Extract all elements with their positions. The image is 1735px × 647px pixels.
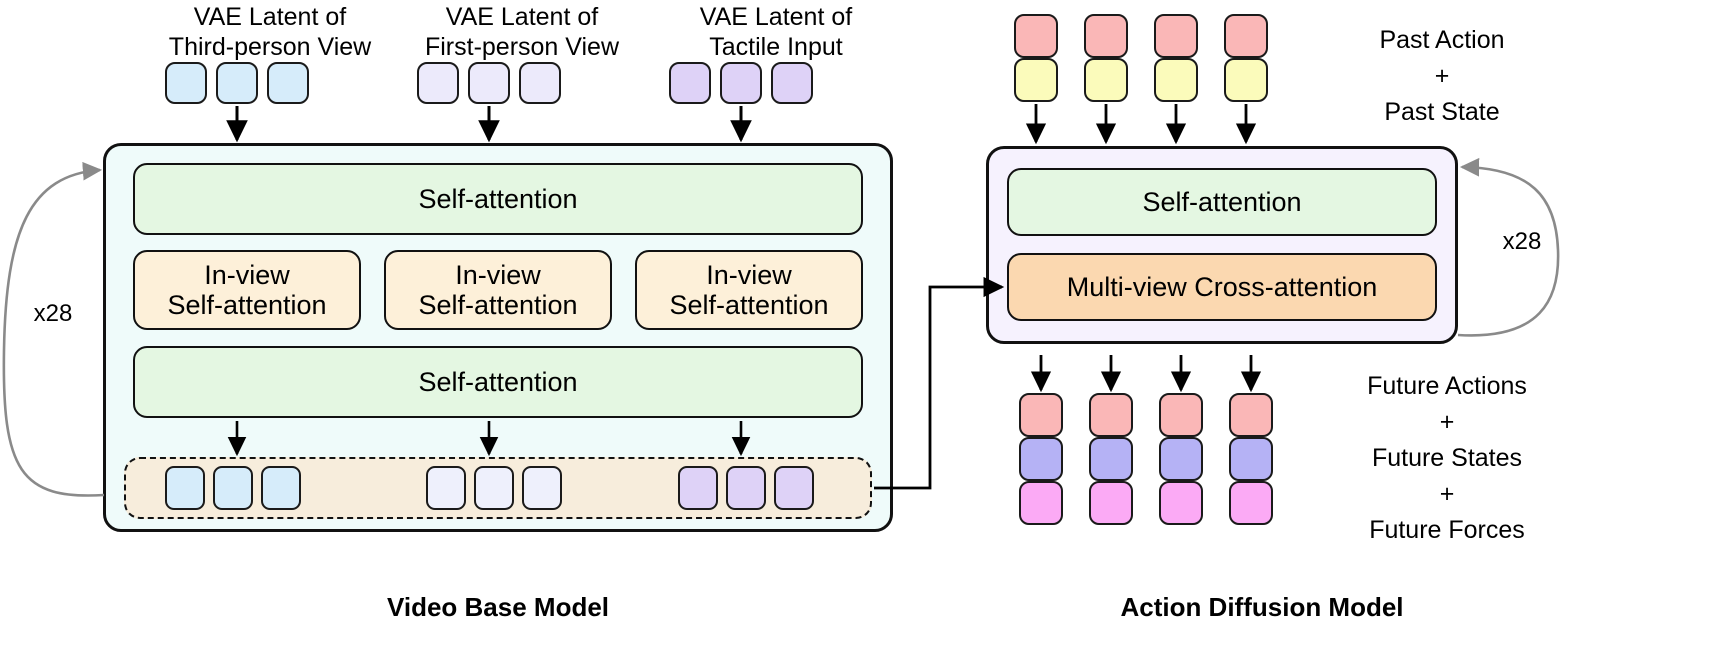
in-view-self-attention-1-label: In-view Self-attention bbox=[167, 259, 327, 320]
past-action-token bbox=[1224, 14, 1268, 58]
future-forces-token bbox=[1019, 481, 1063, 525]
in-view-self-attention-3: In-view Self-attention bbox=[635, 250, 863, 330]
output-token-first-person bbox=[474, 466, 514, 510]
input-caption-third-person: VAE Latent of Third-person View bbox=[168, 3, 372, 61]
past-state-token bbox=[1014, 58, 1058, 102]
future-forces-token bbox=[1089, 481, 1133, 525]
action-loop-count: x28 bbox=[1502, 228, 1542, 255]
action-diffusion-model-title: Action Diffusion Model bbox=[1120, 592, 1404, 622]
action-self-attention-label: Self-attention bbox=[1142, 186, 1302, 217]
past-state-token bbox=[1084, 58, 1128, 102]
input-token-first-person bbox=[468, 62, 510, 104]
video-loop-arrow bbox=[2, 161, 105, 497]
input-token-tactile bbox=[720, 62, 762, 104]
input-token-first-person bbox=[417, 62, 459, 104]
video-self-attention-bottom: Self-attention bbox=[133, 346, 863, 418]
past-input-label: Past Action + Past State bbox=[1379, 26, 1505, 126]
output-token-tactile bbox=[774, 466, 814, 510]
future-states-token bbox=[1089, 437, 1133, 481]
output-token-first-person bbox=[522, 466, 562, 510]
future-forces-token bbox=[1159, 481, 1203, 525]
video-self-attention-bottom-label: Self-attention bbox=[418, 366, 578, 397]
in-view-self-attention-2: In-view Self-attention bbox=[384, 250, 612, 330]
multi-view-cross-attention-label: Multi-view Cross-attention bbox=[1066, 271, 1378, 302]
past-action-token bbox=[1084, 14, 1128, 58]
input-token-third-person bbox=[216, 62, 258, 104]
future-states-token bbox=[1159, 437, 1203, 481]
past-action-token bbox=[1014, 14, 1058, 58]
action-self-attention: Self-attention bbox=[1007, 168, 1437, 236]
input-token-tactile bbox=[669, 62, 711, 104]
in-view-self-attention-1: In-view Self-attention bbox=[133, 250, 361, 330]
future-states-token bbox=[1229, 437, 1273, 481]
output-token-tactile bbox=[678, 466, 718, 510]
output-token-third-person bbox=[213, 466, 253, 510]
input-caption-first-person: VAE Latent of First-person View bbox=[424, 3, 620, 61]
input-token-first-person bbox=[519, 62, 561, 104]
future-actions-token bbox=[1019, 393, 1063, 437]
future-forces-token bbox=[1229, 481, 1273, 525]
past-state-token bbox=[1224, 58, 1268, 102]
output-token-first-person bbox=[426, 466, 466, 510]
future-actions-token bbox=[1159, 393, 1203, 437]
input-token-third-person bbox=[165, 62, 207, 104]
video-loop-count: x28 bbox=[33, 300, 73, 327]
multi-view-cross-attention: Multi-view Cross-attention bbox=[1007, 253, 1437, 321]
video-to-action-connector bbox=[874, 276, 1005, 490]
future-actions-token bbox=[1229, 393, 1273, 437]
past-state-token bbox=[1154, 58, 1198, 102]
video-base-model-title: Video Base Model bbox=[386, 592, 610, 622]
input-caption-tactile: VAE Latent of Tactile Input bbox=[699, 3, 853, 61]
future-actions-token bbox=[1089, 393, 1133, 437]
video-self-attention-top: Self-attention bbox=[133, 163, 863, 235]
past-action-token bbox=[1154, 14, 1198, 58]
future-output-label: Future Actions + Future States + Future … bbox=[1367, 372, 1527, 544]
output-token-third-person bbox=[261, 466, 301, 510]
in-view-self-attention-3-label: In-view Self-attention bbox=[669, 259, 829, 320]
in-view-self-attention-2-label: In-view Self-attention bbox=[418, 259, 578, 320]
input-token-third-person bbox=[267, 62, 309, 104]
video-self-attention-top-label: Self-attention bbox=[418, 183, 578, 214]
future-states-token bbox=[1019, 437, 1063, 481]
output-token-third-person bbox=[165, 466, 205, 510]
output-token-tactile bbox=[726, 466, 766, 510]
input-token-tactile bbox=[771, 62, 813, 104]
